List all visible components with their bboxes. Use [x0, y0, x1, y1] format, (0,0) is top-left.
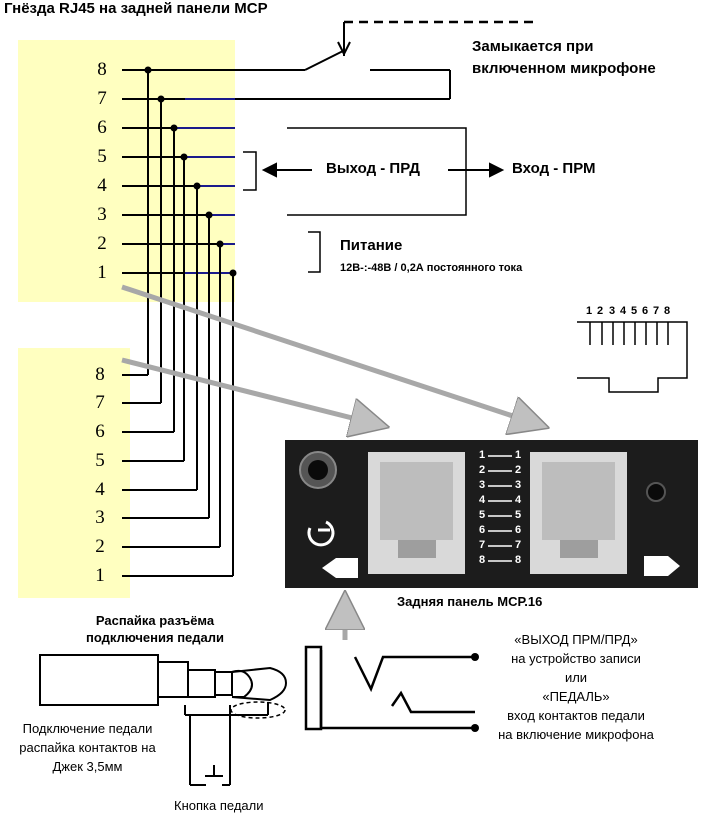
lower-pin-label: 6 — [95, 421, 105, 442]
panel-pin-label-left: 4 — [479, 494, 486, 506]
output-desc-line5: вход контактов педали — [507, 708, 645, 723]
connector-pin-label: 7 — [653, 305, 660, 317]
panel-pin-label-right: 3 — [515, 479, 522, 491]
lower-pin-label: 4 — [95, 479, 105, 500]
lower-pin-label: 8 — [95, 364, 105, 385]
panel-pin-label-right: 7 — [515, 539, 522, 551]
jack-caption-line3: Джек 3,5мм — [52, 759, 123, 774]
upper-pin-label: 2 — [97, 233, 107, 254]
mic-switch — [235, 22, 451, 100]
panel-pin-label-left: 1 — [479, 449, 486, 461]
panel-pin-label-left: 3 — [479, 479, 486, 491]
lower-pin-label: 1 — [95, 565, 105, 586]
output-label: Выход - ПРД — [326, 160, 420, 177]
output-desc-line4: «ПЕДАЛЬ» — [542, 689, 610, 704]
panel-pin-label-left: 8 — [479, 554, 486, 566]
upper-pin-label: 5 — [97, 146, 107, 167]
panel-pin-label-right: 2 — [515, 464, 522, 476]
lower-pin-label: 2 — [95, 536, 105, 557]
panel-pin-label-right: 4 — [515, 494, 522, 506]
jack-caption-line2: распайка контактов на — [19, 740, 156, 755]
output-desc-line1: «ВЫХОД ПРМ/ПРД» — [514, 632, 638, 647]
switch-label-line1: Замыкается при — [472, 38, 594, 55]
lower-pin-label: 3 — [95, 507, 105, 528]
lower-jack-wires — [122, 374, 233, 577]
panel-right-arrow-icon — [644, 556, 680, 576]
panel-pin-label-right: 1 — [515, 449, 522, 461]
upper-jack-box — [18, 40, 235, 302]
upper-pin-label: 8 — [97, 59, 107, 80]
power-bracket — [308, 231, 321, 273]
upper-pin-label: 6 — [97, 117, 107, 138]
connector-pin-label: 4 — [620, 305, 627, 317]
panel-caption: Задняя панель МСР.16 — [397, 594, 543, 609]
connector-pin-label: 3 — [609, 305, 616, 317]
jack-plug-drawing — [39, 654, 288, 786]
input-label: Вход - ПРМ — [512, 160, 596, 177]
output-desc-line6: на включение микрофона — [498, 727, 654, 742]
jack-caption-line1: Подключение педали — [22, 721, 153, 736]
connector-pin-label: 8 — [664, 305, 671, 317]
power-symbol-icon — [307, 520, 335, 547]
lower-pin-label: 7 — [95, 392, 105, 413]
panel-left-arrow-icon — [322, 558, 358, 578]
power-spec: 12В-:-48В / 0,2А постоянного тока — [340, 262, 523, 274]
connector-pin-label: 6 — [642, 305, 649, 317]
rj45-connector-pins — [589, 322, 669, 345]
upper-pin-label: 7 — [97, 88, 107, 109]
pedal-title-line2: подключения педали — [85, 630, 225, 645]
panel-pin-label-right: 8 — [515, 554, 522, 566]
lower-jack-box — [18, 348, 130, 598]
lower-pin-label: 5 — [95, 450, 105, 471]
output-desc-line2: на устройство записи — [511, 651, 641, 666]
output-desc-line3: или — [564, 670, 588, 685]
output-arrows — [261, 162, 505, 178]
panel-socket-2 — [530, 452, 627, 574]
bus-dots — [144, 66, 237, 277]
power-label: Питание — [340, 237, 403, 254]
connector-pin-label: 2 — [597, 305, 604, 317]
upper-pin-label: 1 — [97, 262, 107, 283]
panel-pin-lines — [488, 455, 512, 562]
jack-shield-ellipse — [230, 701, 286, 719]
switch-label-line2: включенном микрофоне — [472, 60, 656, 77]
output-terminals — [471, 653, 479, 732]
panel-screw-hole — [646, 482, 666, 502]
panel-pin-label-left: 6 — [479, 524, 486, 536]
pedal-title-line1: Распайка разъёма — [95, 613, 215, 628]
panel-pin-label-left: 7 — [479, 539, 486, 551]
connector-pin-label: 1 — [586, 305, 593, 317]
output-socket-drawing — [304, 645, 475, 731]
upper-pin-label: 3 — [97, 204, 107, 225]
panel-pin-label-right: 6 — [515, 524, 522, 536]
connector-pin-label: 5 — [631, 305, 638, 317]
page-title: Гнёзда RJ45 на задней панели МСР — [4, 0, 268, 17]
upper-pin-label: 4 — [97, 175, 107, 196]
panel-pin-label-left: 2 — [479, 464, 486, 476]
panel-socket-1 — [368, 452, 465, 574]
pedal-button-label: Кнопка педали — [174, 798, 264, 813]
gray-arrows — [121, 284, 540, 640]
rj45-connector-outline — [577, 321, 688, 393]
output-bracket — [243, 127, 467, 216]
panel-pin-label-left: 5 — [479, 509, 486, 521]
panel-pin-label-right: 5 — [515, 509, 522, 521]
